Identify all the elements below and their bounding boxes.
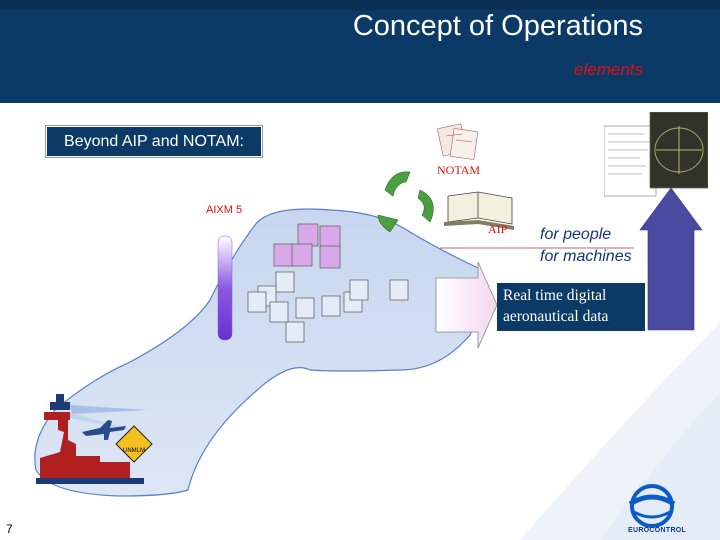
realtime-line1: Real time digital [503,287,607,304]
data-blob [34,208,481,497]
output-arrow [435,261,498,349]
unmlm-logo-text: UNMLM [123,448,145,454]
page-number: 7 [6,522,13,536]
for-people-text: for people [540,226,612,243]
beyond-label: Beyond AIP and NOTAM: [46,126,262,157]
realtime-box: Real time digital aeronautical data [497,283,645,331]
aixm-label: AIXM 5 [206,204,243,216]
up-arrow [639,187,703,331]
eurocontrol-logo-text: EUROCONTROL [628,527,687,534]
airplane-icon [82,420,126,440]
notam-label: NOTAM [437,163,481,177]
header-bar: Concept of Operations elements [0,0,720,103]
page-subtitle: elements [574,60,643,79]
unmlm-sign-icon: UNMLM [115,425,153,463]
notam-papers-icon [436,123,479,160]
recycle-icon [377,171,434,233]
aip-book-icon [444,191,514,230]
for-machines-text: for machines [540,248,632,265]
eurocontrol-logo [628,484,676,528]
aixm-bar [217,235,233,341]
page-title: Concept of Operations [352,10,643,42]
aip-label: AIP [488,222,508,236]
realtime-line2: aeronautical data [503,308,609,325]
digital-screens-icon [604,112,708,197]
